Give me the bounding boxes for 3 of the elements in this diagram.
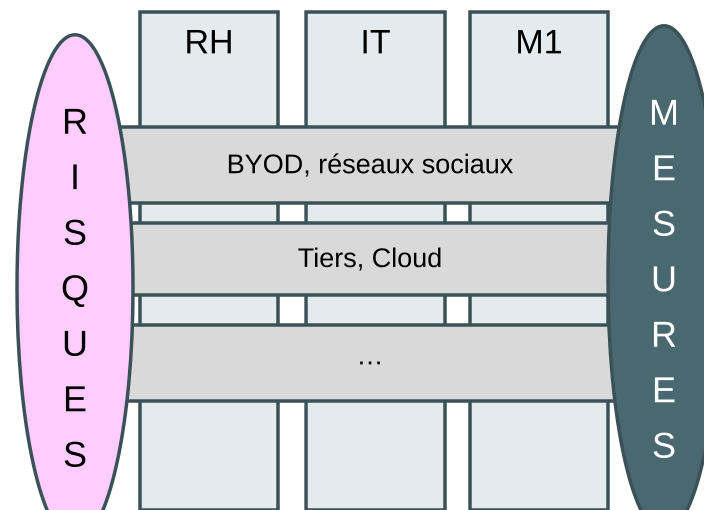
band-box: Tiers, Cloud — [126, 221, 614, 297]
band-box: … — [120, 323, 620, 403]
band-box: BYOD, réseaux sociaux — [110, 125, 630, 205]
